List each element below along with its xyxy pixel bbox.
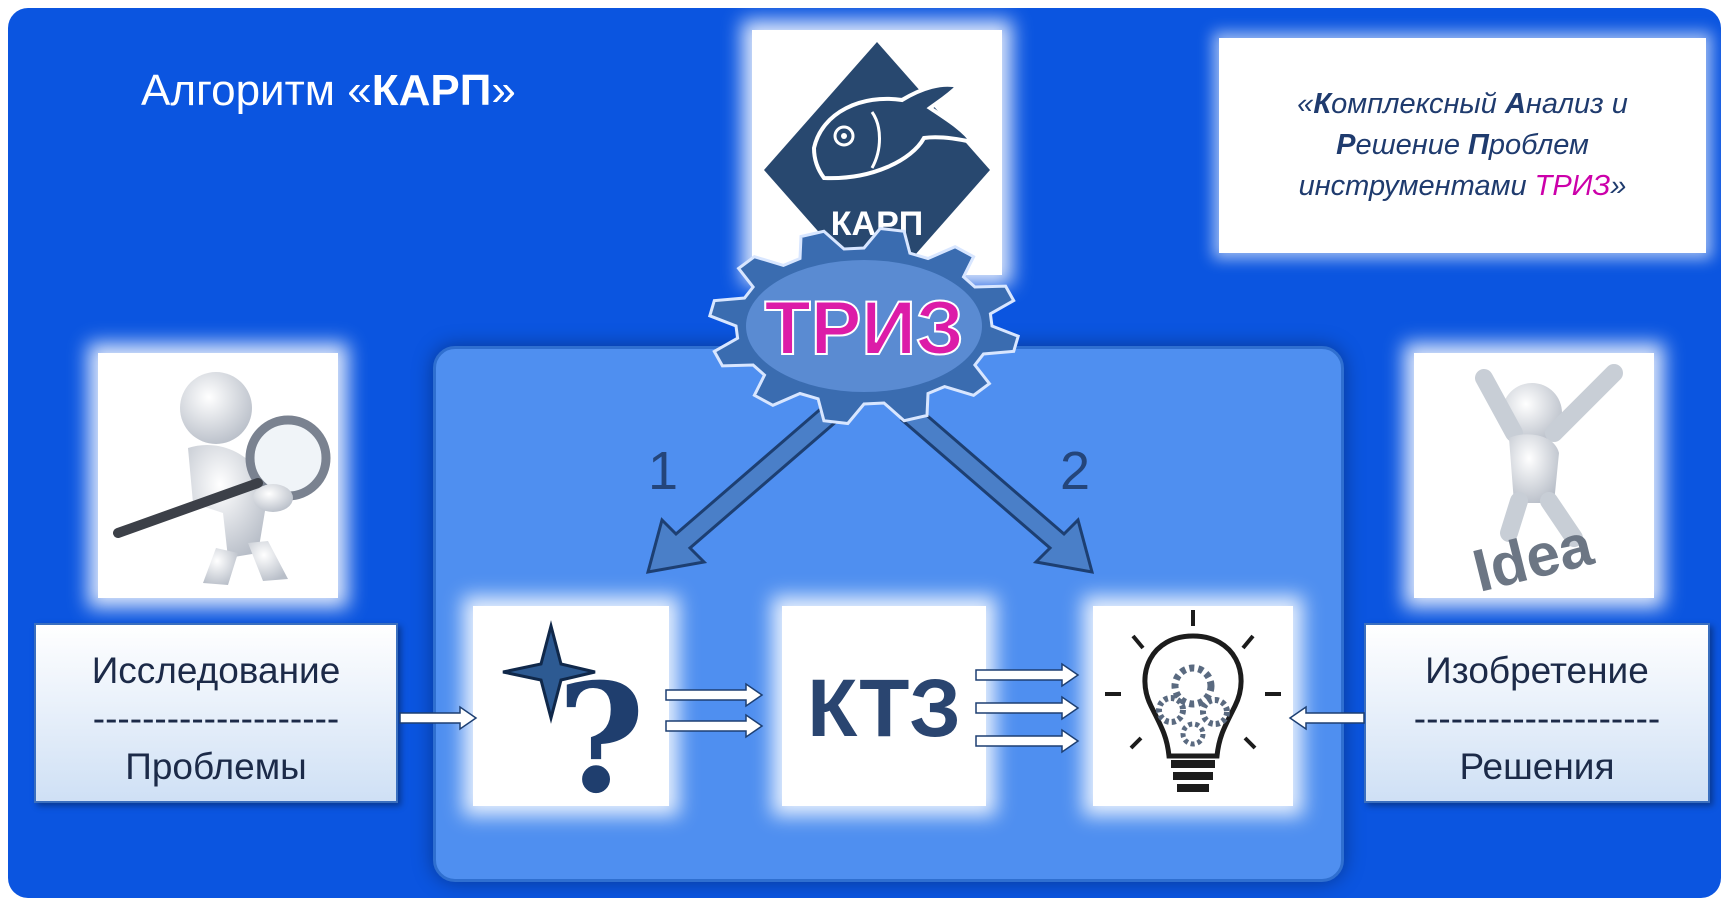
lightbulb-gears-icon bbox=[1105, 610, 1281, 792]
diagonal-arrow-1 bbox=[645, 403, 841, 574]
logo-card: КАРП bbox=[752, 30, 1002, 298]
description-line-1: «Комплексный Анализ и bbox=[1297, 84, 1628, 125]
description-line-3: инструментами ТРИЗ» bbox=[1298, 170, 1627, 202]
gear-icon: ТРИЗ bbox=[707, 226, 1021, 426]
research-label: Исследование bbox=[91, 650, 341, 691]
description-fragment: « bbox=[1297, 88, 1314, 120]
arrow-ktz-to-bulb bbox=[975, 662, 1080, 754]
description-fragment: ешение bbox=[1355, 129, 1469, 161]
ktz-label-graphic: КТЗ bbox=[807, 663, 961, 754]
description-text: «Комплексный Анализ и Решение Проблем ин… bbox=[1297, 84, 1628, 207]
diagonal-arrow-2 bbox=[899, 403, 1095, 574]
question-star-icon: ? bbox=[502, 620, 645, 827]
research-problems-box: Исследование -------------------- Пробле… bbox=[34, 623, 398, 803]
invention-solutions-box: Изобретение -------------------- Решения bbox=[1364, 623, 1710, 803]
step-number-2: 2 bbox=[1060, 441, 1091, 501]
slide-background: Алгоритм «КАРП» «Комплексный Анализ и Ре… bbox=[8, 8, 1721, 898]
invention-label: Изобретение bbox=[1425, 650, 1649, 691]
invention-divider: -------------------- bbox=[1413, 698, 1661, 739]
magnifier-person-card bbox=[98, 353, 338, 598]
description-card: «Комплексный Анализ и Решение Проблем ин… bbox=[1219, 38, 1706, 253]
arrows-layer: ТРИЗ bbox=[399, 226, 1365, 754]
jumping-person-idea-icon: Idea bbox=[1466, 364, 1623, 605]
solutions-label: Решения bbox=[1459, 746, 1615, 787]
description-fragment: нализ и bbox=[1525, 88, 1628, 120]
question-card: ? bbox=[473, 606, 669, 827]
description-initial: П bbox=[1468, 129, 1489, 161]
description-line-2: Решение Проблем bbox=[1297, 125, 1628, 166]
jumping-person-idea-card: Idea bbox=[1414, 353, 1654, 605]
step-number-1: 1 bbox=[648, 441, 679, 501]
description-initial: Р bbox=[1336, 129, 1356, 161]
description-fragment: омплексный bbox=[1331, 88, 1505, 120]
magnifier-person-icon bbox=[113, 372, 331, 585]
description-fragment: роблем bbox=[1488, 129, 1589, 161]
arrow-question-to-ktz bbox=[665, 682, 764, 739]
arrow-research-to-question bbox=[399, 705, 478, 731]
description-initial: А bbox=[1504, 88, 1526, 120]
ktz-card: КТЗ bbox=[782, 606, 986, 806]
gear-label: ТРИЗ bbox=[764, 286, 963, 371]
lightbulb-card bbox=[1093, 606, 1293, 806]
research-divider: -------------------- bbox=[92, 698, 340, 739]
svg-text:КТЗ: КТЗ bbox=[807, 663, 961, 754]
arrow-invention-to-bulb bbox=[1288, 705, 1365, 731]
description-initial: К bbox=[1313, 88, 1332, 120]
svg-text:?: ? bbox=[557, 651, 645, 806]
page-title: Алгоритм «КАРП» bbox=[141, 66, 516, 115]
problems-label: Проблемы bbox=[125, 746, 307, 787]
